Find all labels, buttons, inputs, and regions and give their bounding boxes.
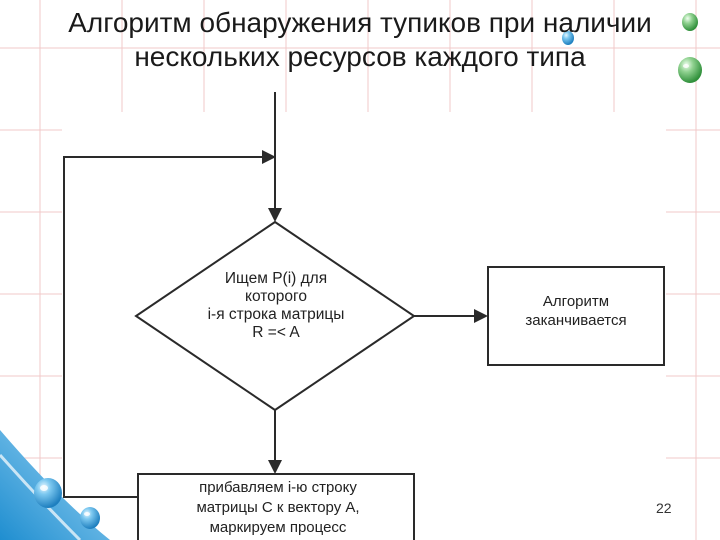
end-label: Алгоритм заканчивается: [490, 292, 662, 330]
end-line: Алгоритм: [490, 292, 662, 311]
process-line: матрицы C к вектору A,: [138, 498, 418, 518]
page-number: 22: [656, 500, 672, 516]
decision-line: которого: [196, 288, 356, 306]
title-line-1: Алгоритм обнаружения тупиков при наличии: [0, 6, 720, 40]
decision-line: R =< A: [196, 324, 356, 342]
decision-line: Ищем P(i) для: [196, 270, 356, 288]
process-line: маркируем процесс: [138, 518, 418, 538]
title-line-2: нескольких ресурсов каждого типа: [0, 40, 720, 74]
end-line: заканчивается: [490, 311, 662, 330]
decision-line: i-я строка матрицы: [196, 306, 356, 324]
decision-label: Ищем P(i) для которого i-я строка матриц…: [196, 270, 356, 342]
slide-title: Алгоритм обнаружения тупиков при наличии…: [0, 6, 720, 74]
process-line: прибавляем i-ю строку: [138, 478, 418, 498]
process-label: прибавляем i-ю строку матрицы C к вектор…: [138, 478, 418, 538]
